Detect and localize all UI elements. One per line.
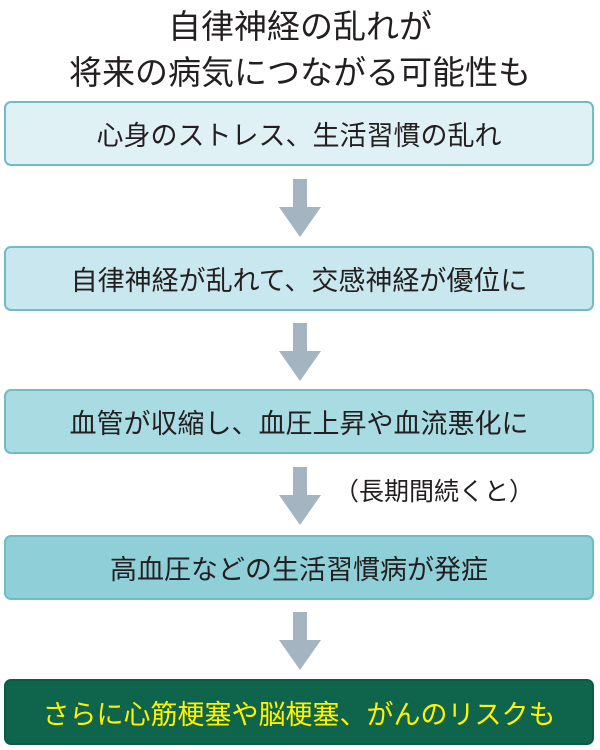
title-line-1: 自律神経の乱れが [168, 7, 432, 46]
flow-step-label: さらに心筋梗塞や脳梗塞、がんのリスクも [42, 699, 556, 731]
flow-step-label: 心身のストレス、生活習慣の乱れ [96, 121, 502, 152]
flow-step-label: 血管が収縮し、血圧上昇や血流悪化に [69, 409, 529, 440]
flow-step-4: 高血圧などの生活習慣病が発症 [4, 535, 594, 600]
flow-step-1: 心身のストレス、生活習慣の乱れ [4, 101, 594, 166]
arrow-note: （長期間続くと） [334, 477, 535, 506]
diagram-title: 自律神経の乱れが 将来の病気につながる可能性も [0, 4, 600, 96]
arrow-down-icon [279, 467, 321, 525]
title-line-2: 将来の病気につながる可能性も [69, 53, 531, 92]
flow-step-2: 自律神経が乱れて、交感神経が優位に [4, 246, 594, 311]
flow-step-label: 高血圧などの生活習慣病が発症 [110, 555, 488, 586]
arrow-down-icon [279, 612, 321, 670]
arrow-down-icon [279, 323, 321, 381]
flow-step-final: さらに心筋梗塞や脳梗塞、がんのリスクも [4, 679, 594, 745]
flow-step-3: 血管が収縮し、血圧上昇や血流悪化に [4, 389, 594, 454]
arrow-down-icon [279, 179, 321, 237]
flow-step-label: 自律神経が乱れて、交感神経が優位に [70, 266, 528, 297]
